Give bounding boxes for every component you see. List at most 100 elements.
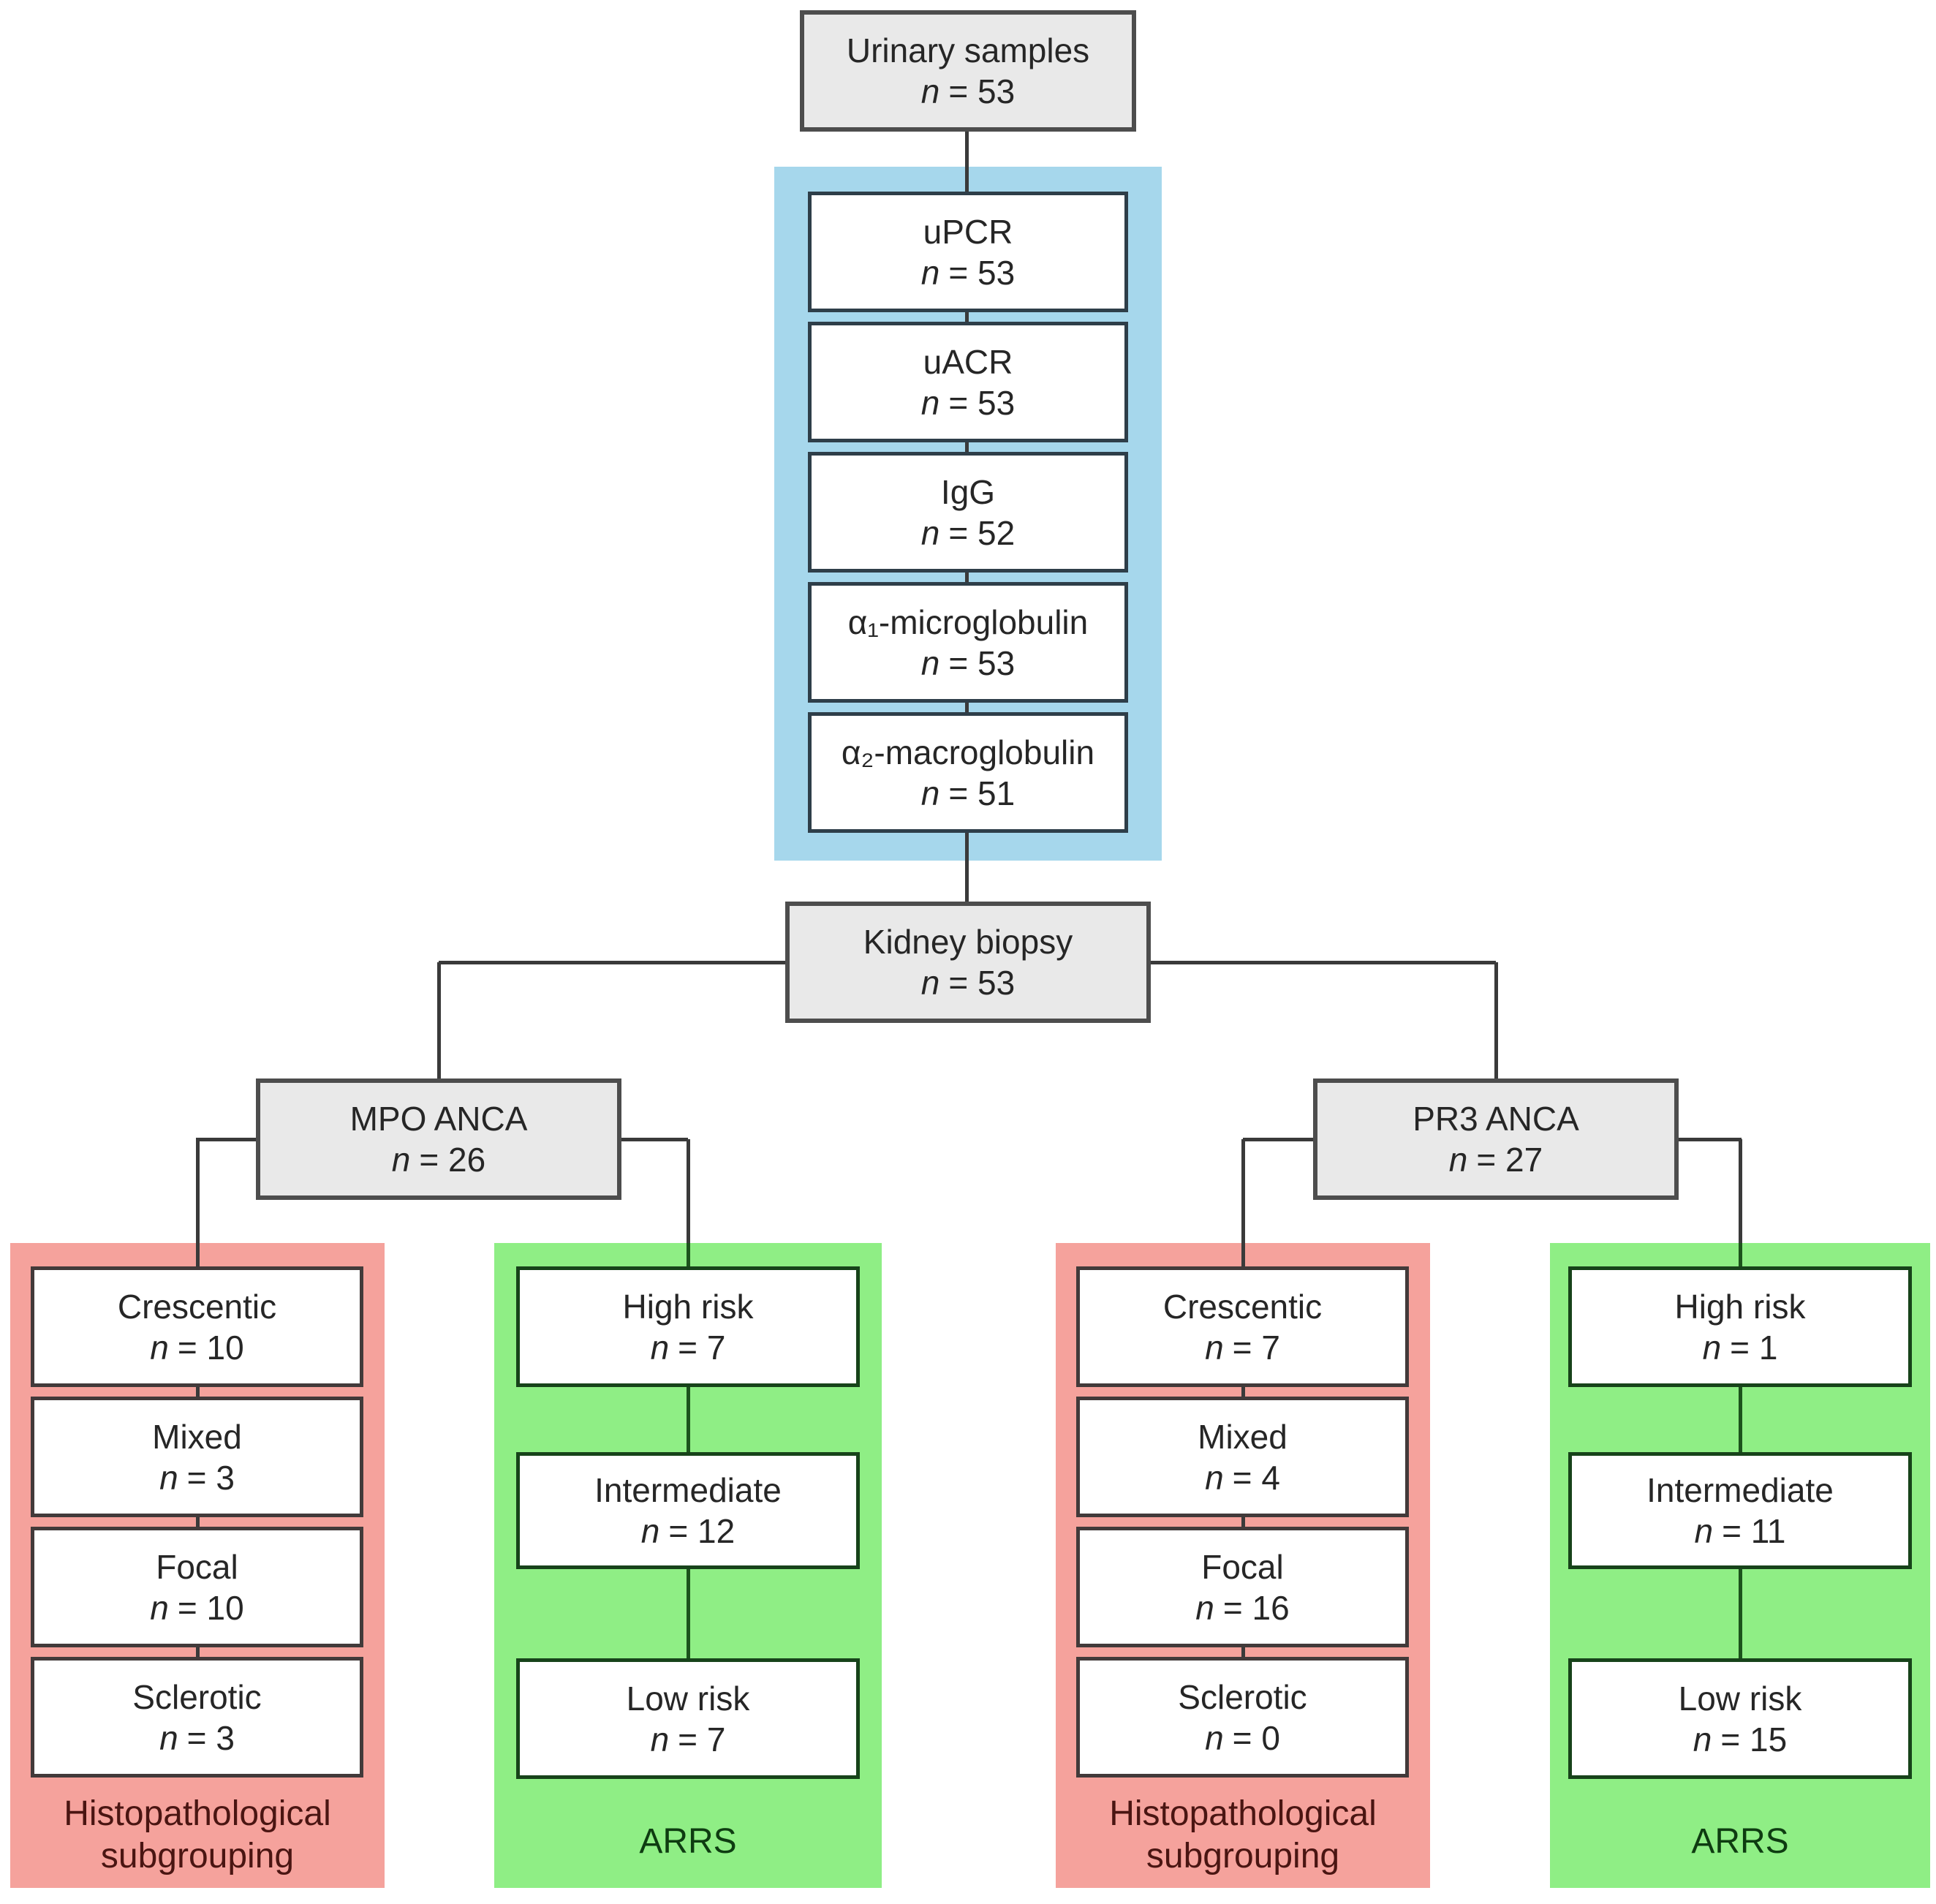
n-symbol: n (650, 1328, 670, 1367)
box-label: uACR (923, 342, 1013, 381)
focal-box-mpo: Focal n= 10 (31, 1527, 363, 1647)
caption-line: Histopathological (1109, 1794, 1377, 1833)
box-label: Low risk (1678, 1679, 1802, 1718)
connector-pr3-arrs-stub (1739, 1243, 1742, 1268)
high-risk-box-pr3: High risk n= 1 (1568, 1266, 1912, 1387)
connector-mpo-arrs-v (687, 1139, 690, 1244)
n-symbol: n (920, 964, 940, 1002)
sclerotic-box-mpo: Sclerotic n= 3 (31, 1657, 363, 1778)
n-symbol: n (1205, 1328, 1224, 1367)
box-label: Focal (1201, 1547, 1284, 1586)
box-label: PR3 ANCA (1413, 1100, 1579, 1138)
box-n: n= 12 (641, 1511, 735, 1552)
connector-mixed-focal-mpo (196, 1517, 200, 1527)
n-symbol: n (1693, 1720, 1712, 1758)
box-n: n= 11 (1695, 1511, 1786, 1552)
connector-focal-sclerotic-pr3 (1241, 1647, 1245, 1658)
connector-root-to-biomarkers (965, 130, 969, 193)
box-n: n= 53 (921, 962, 1015, 1003)
caption-line: subgrouping (100, 1837, 295, 1875)
connector-pr3-histo-v (1241, 1139, 1245, 1268)
box-label: Sclerotic (132, 1677, 262, 1716)
box-n: n= 53 (921, 643, 1015, 684)
box-n: n= 10 (150, 1327, 243, 1368)
n-symbol: n (920, 383, 940, 422)
arrs-caption-pr3: ARRS (1550, 1821, 1930, 1863)
connector-kidney-right (1151, 961, 1496, 964)
histopathology-caption-pr3: Histopathological subgrouping (1056, 1793, 1430, 1878)
box-label: Kidney biopsy (863, 923, 1073, 961)
connector-mpo-histo-v (196, 1139, 200, 1268)
histopathology-caption-mpo: Histopathological subgrouping (10, 1793, 385, 1878)
n-symbol: n (640, 1512, 660, 1550)
n-value: = 7 (1232, 1328, 1280, 1367)
caption-line: ARRS (1691, 1822, 1789, 1861)
n-symbol: n (920, 774, 940, 812)
connector-uacr-igg (965, 442, 969, 453)
n-value: = 4 (1232, 1458, 1280, 1497)
connector-kidney-left (439, 961, 785, 964)
intermediate-box-pr3: Intermediate n= 11 (1568, 1452, 1912, 1569)
n-value: = 7 (678, 1720, 726, 1758)
n-symbol: n (150, 1588, 169, 1627)
n-symbol: n (159, 1458, 178, 1497)
n-symbol: n (1448, 1141, 1468, 1179)
connector-biomarkers-to-kidney (965, 833, 969, 903)
box-label: IgG (940, 472, 996, 511)
connector-a1m-a2m (965, 703, 969, 713)
connector-pr3-histo-h (1243, 1138, 1315, 1141)
n-symbol: n (159, 1718, 178, 1757)
connector-high-intermediate-mpo (687, 1387, 690, 1452)
connector-mpo-arrs-stub (687, 1243, 690, 1268)
intermediate-box-mpo: Intermediate n= 12 (516, 1452, 860, 1569)
n-value: = 11 (1722, 1512, 1786, 1550)
box-label: Urinary samples (846, 31, 1090, 69)
box-n: n= 15 (1693, 1719, 1787, 1760)
box-label: Crescentic (1162, 1287, 1323, 1326)
n-symbol: n (920, 643, 940, 682)
igg-box: IgG n= 52 (808, 452, 1128, 573)
pr3-anca-box: PR3 ANCA n= 27 (1313, 1078, 1679, 1200)
caption-line: Histopathological (64, 1794, 331, 1833)
n-value: = 3 (186, 1718, 235, 1757)
mpo-anca-box: MPO ANCA n= 26 (256, 1078, 621, 1200)
n-symbol: n (1195, 1588, 1214, 1627)
n-value: = 53 (948, 964, 1016, 1002)
box-n: n= 10 (150, 1587, 243, 1628)
connector-igg-a1m (965, 573, 969, 583)
box-n: n= 3 (159, 1457, 235, 1498)
n-value: = 53 (948, 383, 1016, 422)
box-label: Mixed (1198, 1417, 1287, 1456)
box-label: Mixed (152, 1417, 242, 1456)
box-n: n= 51 (921, 773, 1015, 814)
sclerotic-box-pr3: Sclerotic n= 0 (1076, 1657, 1409, 1778)
box-label: Intermediate (1646, 1471, 1834, 1509)
caption-line: ARRS (639, 1822, 737, 1861)
connector-pr3-arrs-h (1677, 1138, 1742, 1141)
connector-intermediate-low-pr3 (1739, 1568, 1742, 1659)
n-symbol: n (391, 1141, 411, 1179)
n-value: = 52 (948, 513, 1016, 552)
connector-focal-sclerotic-mpo (196, 1647, 200, 1658)
box-n: n= 27 (1449, 1139, 1543, 1180)
n-value: = 15 (1720, 1720, 1788, 1758)
connector-crescentic-mixed-pr3 (1241, 1387, 1245, 1397)
box-n: n= 26 (392, 1139, 485, 1180)
low-risk-box-mpo: Low risk n= 7 (516, 1658, 860, 1779)
box-n: n= 7 (651, 1327, 726, 1368)
uacr-box: uACR n= 53 (808, 322, 1128, 442)
box-n: n= 16 (1195, 1587, 1289, 1628)
n-value: = 7 (678, 1328, 726, 1367)
box-n: n= 7 (1205, 1327, 1280, 1368)
box-n: n= 1 (1703, 1327, 1778, 1368)
box-label: MPO ANCA (349, 1100, 528, 1138)
n-symbol: n (150, 1328, 169, 1367)
n-symbol: n (920, 253, 940, 292)
n-value: = 1 (1730, 1328, 1778, 1367)
n-value: = 51 (948, 774, 1016, 812)
box-n: n= 52 (921, 513, 1015, 554)
upcr-box: uPCR n= 53 (808, 192, 1128, 312)
n-value: = 0 (1232, 1718, 1280, 1757)
n-symbol: n (920, 513, 940, 552)
